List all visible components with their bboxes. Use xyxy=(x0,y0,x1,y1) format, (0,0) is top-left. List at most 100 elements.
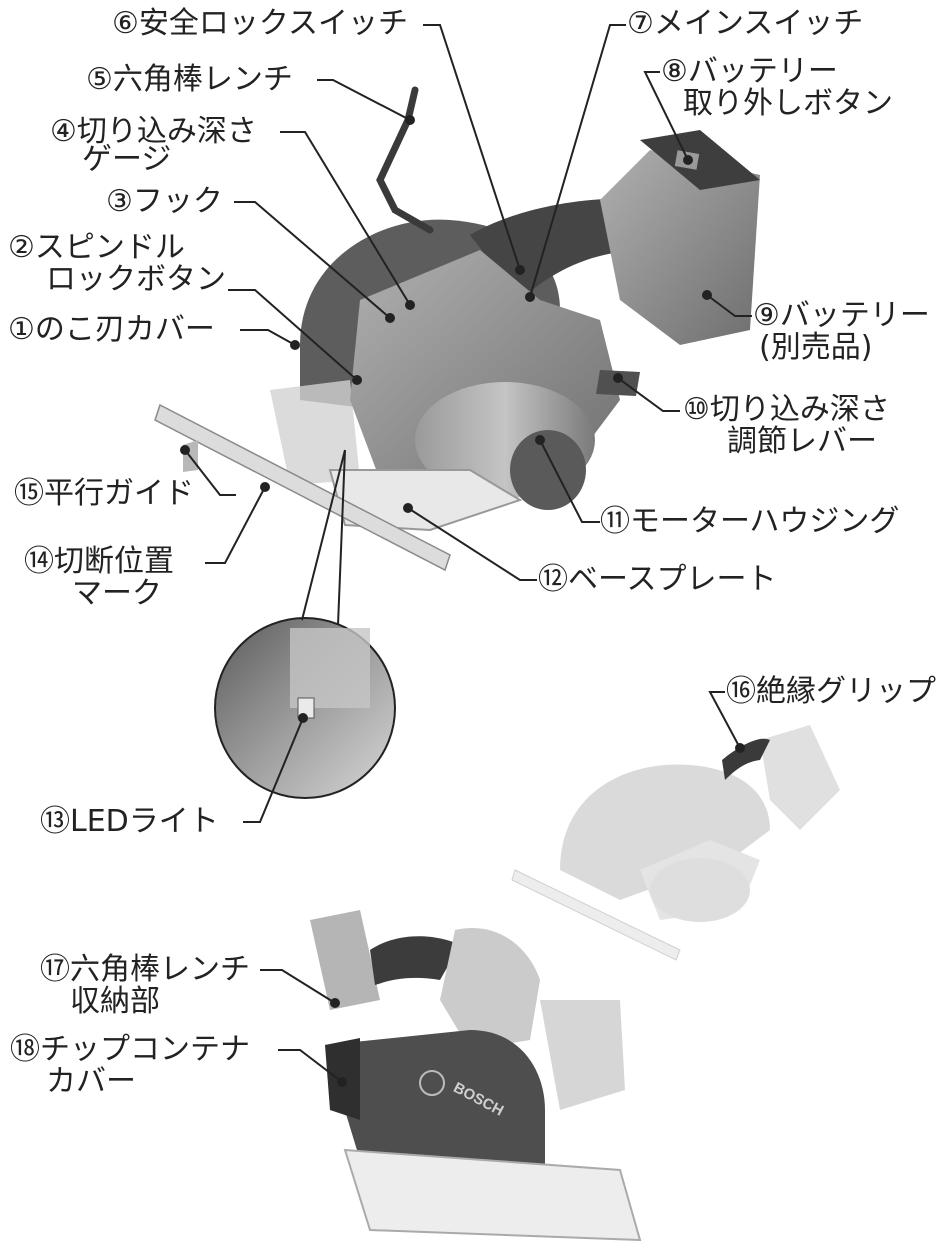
zoom-connector-left xyxy=(301,449,346,621)
leader-17 xyxy=(260,969,336,1004)
label-18-line1: ⑱チップコンテナ xyxy=(10,1032,250,1067)
bosch-logo-ring xyxy=(419,1070,445,1096)
leader-18 xyxy=(278,1049,343,1083)
dot-4 xyxy=(405,300,415,310)
dot-11 xyxy=(535,435,545,445)
dot-7 xyxy=(525,292,535,302)
label-10-line2: 調節レバー xyxy=(727,424,877,459)
main-saw xyxy=(154,86,760,572)
label-2-line2: ロックボタン xyxy=(46,262,226,297)
label-battery: ⑨バッテリー (別売品) xyxy=(753,300,930,364)
label-3-line1: ③フック xyxy=(106,184,223,219)
dot-12 xyxy=(403,503,413,513)
dot-16 xyxy=(735,743,745,753)
label-depth-gauge: ④切り込み深さ ゲージ xyxy=(50,116,257,176)
back-view-saw xyxy=(310,910,642,1242)
label-parallel-guide: ⑮平行ガイド xyxy=(14,478,194,510)
dot-1 xyxy=(290,340,300,350)
label-led-light: ⑬LEDライト xyxy=(40,806,219,838)
leader-6 xyxy=(423,24,521,271)
dot-13 xyxy=(298,713,308,723)
led-zoom xyxy=(214,617,396,799)
parallel-guide xyxy=(154,403,451,572)
leader-11 xyxy=(539,439,600,523)
label-cut-position-mark: ⑭切断位置 マーク xyxy=(24,546,174,610)
label-15-line1: ⑮平行ガイド xyxy=(14,476,194,511)
label-7-line1: ⑦メインスイッチ xyxy=(627,6,864,41)
label-12-line1: ⑫ベースプレート xyxy=(538,562,777,597)
dot-14 xyxy=(260,482,270,492)
label-wrench-storage: ⑰六角棒レンチ 収納部 xyxy=(40,954,250,1018)
motor-endcap xyxy=(510,430,586,510)
label-11-line1: ⑪モーターハウジング xyxy=(600,504,900,539)
dot-17 xyxy=(330,998,340,1008)
faded-saw xyxy=(511,725,840,961)
label-18-line2: カバー xyxy=(46,1064,136,1099)
lower-guard xyxy=(270,380,360,485)
back-blade-cover xyxy=(325,1030,545,1180)
label-hex-wrench: ⑤六角棒レンチ xyxy=(86,64,293,96)
leader-lines xyxy=(184,24,752,1083)
leader-9 xyxy=(706,294,752,317)
zoom-plate xyxy=(290,628,370,708)
dot-8 xyxy=(683,155,693,165)
back-handle xyxy=(370,936,460,985)
back-upper-housing xyxy=(440,928,540,1050)
leader-2 xyxy=(228,289,358,381)
dot-2 xyxy=(352,375,362,385)
leader-4 xyxy=(280,131,411,306)
leader-3 xyxy=(234,201,391,319)
label-4-line2: ゲージ xyxy=(82,142,172,177)
battery-top xyxy=(640,130,760,190)
leader-5 xyxy=(317,79,411,121)
label-17-line1: ⑰六角棒レンチ xyxy=(40,952,250,987)
dot-15 xyxy=(180,445,190,455)
leader-16 xyxy=(708,691,741,749)
dot-18 xyxy=(337,1077,347,1087)
label-1-line1: ①のこ刃カバー xyxy=(8,312,215,347)
back-base-plate xyxy=(343,1148,642,1242)
leader-8 xyxy=(643,71,689,161)
leader-1 xyxy=(240,329,296,346)
label-depth-adjust-lever: ⑩切り込み深さ 調節レバー xyxy=(683,394,890,458)
faded-guide xyxy=(511,869,681,961)
label-motor-housing: ⑪モーターハウジング xyxy=(600,506,899,538)
label-9-line2: (別売品) xyxy=(759,330,873,365)
faded-motor xyxy=(650,858,750,922)
label-battery-release-button: ⑧バッテリー 取り外しボタン xyxy=(661,56,893,121)
hex-wrench xyxy=(376,86,434,234)
label-16-line1: ⑯絶縁グリップ xyxy=(726,674,936,709)
label-13-line1: ⑬LEDライト xyxy=(40,804,219,839)
leader-12 xyxy=(407,507,537,581)
label-17-line2: 収納部 xyxy=(70,984,160,1019)
zoom-connector-right xyxy=(337,449,346,626)
label-main-switch: ⑦メインスイッチ xyxy=(627,8,863,40)
dot-10 xyxy=(613,373,623,383)
label-10-line1: ⑩切り込み深さ xyxy=(683,392,890,427)
label-insulated-grip: ⑯絶縁グリップ xyxy=(726,676,936,708)
label-chip-container-cover: ⑱チップコンテナ カバー xyxy=(10,1034,250,1098)
label-hook: ③フック xyxy=(106,186,223,218)
label-5-line1: ⑤六角棒レンチ xyxy=(86,62,293,97)
label-base-plate: ⑫ベースプレート xyxy=(538,564,777,596)
label-2-line1: ②スピンドル xyxy=(8,230,185,265)
leader-13 xyxy=(243,717,304,823)
label-14-line2: マーク xyxy=(72,576,162,611)
dot-5 xyxy=(405,115,415,125)
label-14-line1: ⑭切断位置 xyxy=(24,544,174,579)
back-motor xyxy=(540,1000,625,1110)
leader-7 xyxy=(529,24,626,298)
leader-15 xyxy=(184,449,236,496)
battery-body xyxy=(600,150,760,345)
faded-blade xyxy=(560,764,770,900)
back-battery xyxy=(310,910,380,1010)
leader-10 xyxy=(617,377,680,412)
label-8-line2: 取り外しボタン xyxy=(683,86,893,121)
label-6-line1: ⑥安全ロックスイッチ xyxy=(112,6,408,41)
faded-battery xyxy=(760,725,840,830)
label-blade-cover: ①のこ刃カバー xyxy=(8,314,215,346)
dot-9 xyxy=(702,290,712,300)
leader-dots xyxy=(180,115,745,1087)
